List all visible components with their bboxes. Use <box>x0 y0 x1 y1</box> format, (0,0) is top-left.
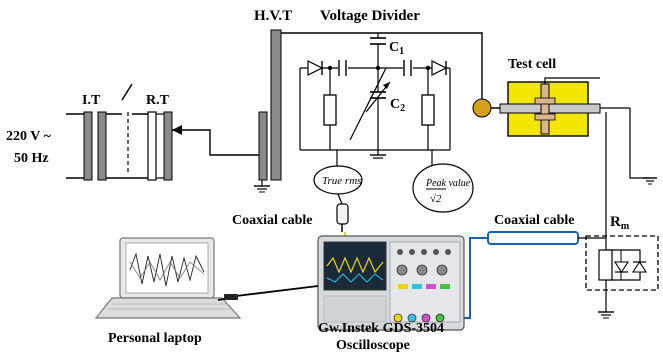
isolation-transformer <box>66 83 148 181</box>
resistor-left <box>323 94 337 126</box>
hv-transformer <box>258 29 282 181</box>
true-rms-label: True rms <box>322 175 361 187</box>
diode-right-icon <box>431 60 448 76</box>
hvt-label: H.V.T <box>254 8 292 24</box>
test-cell-label: Test cell <box>508 57 556 72</box>
oscilloscope-model-label: Gw.Instek GDS-3504 <box>318 321 444 336</box>
ground-symbol-hvt <box>254 180 270 193</box>
ground-symbol-rm <box>598 311 614 319</box>
coaxial-cable-right-label: Coaxial cable <box>494 213 575 228</box>
it-label: I.T <box>82 93 101 108</box>
voltage-divider-label: Voltage Divider <box>320 8 420 24</box>
coaxial-cable-right <box>487 231 579 245</box>
rm-resistor <box>598 249 613 281</box>
ground-symbol-cell <box>643 177 657 185</box>
coaxial-cable-left-label: Coaxial cable <box>232 213 313 228</box>
ground-symbol-divider <box>370 150 386 159</box>
laptop-label: Personal laptop <box>108 331 202 346</box>
sqrt2-label: √2 <box>430 193 442 205</box>
coaxial-connector-icon <box>336 203 349 225</box>
resistor-right <box>421 94 435 126</box>
test-cell-vessel <box>499 81 601 137</box>
c2-label: C2 <box>390 97 405 114</box>
zener-diode-2-icon <box>631 260 648 273</box>
arrow-left-icon <box>172 125 182 135</box>
zener-diode-1-icon <box>613 261 630 274</box>
signal-wire-2 <box>460 237 488 319</box>
rm-label: Rm <box>610 214 630 232</box>
diode-left-icon <box>307 60 324 76</box>
oscilloscope-type-label: Oscilloscope <box>336 338 410 353</box>
regulating-transformer <box>147 111 173 181</box>
voltage-divider-circuit <box>299 33 451 151</box>
rt-label: R.T <box>146 93 170 108</box>
supply-voltage-label: 220 V ~ <box>6 129 52 144</box>
hv-bushing-icon <box>472 98 492 118</box>
peak-value-meter <box>412 163 474 213</box>
supply-frequency-label: 50 Hz <box>14 151 49 166</box>
peak-value-label: Peak value <box>425 178 471 189</box>
scope-screen <box>323 241 387 291</box>
oscilloscope <box>317 235 465 331</box>
c1-label: C1 <box>389 40 404 57</box>
laptop <box>94 237 242 319</box>
rm-box <box>585 235 659 291</box>
rt-to-hvt-wire <box>172 129 262 156</box>
